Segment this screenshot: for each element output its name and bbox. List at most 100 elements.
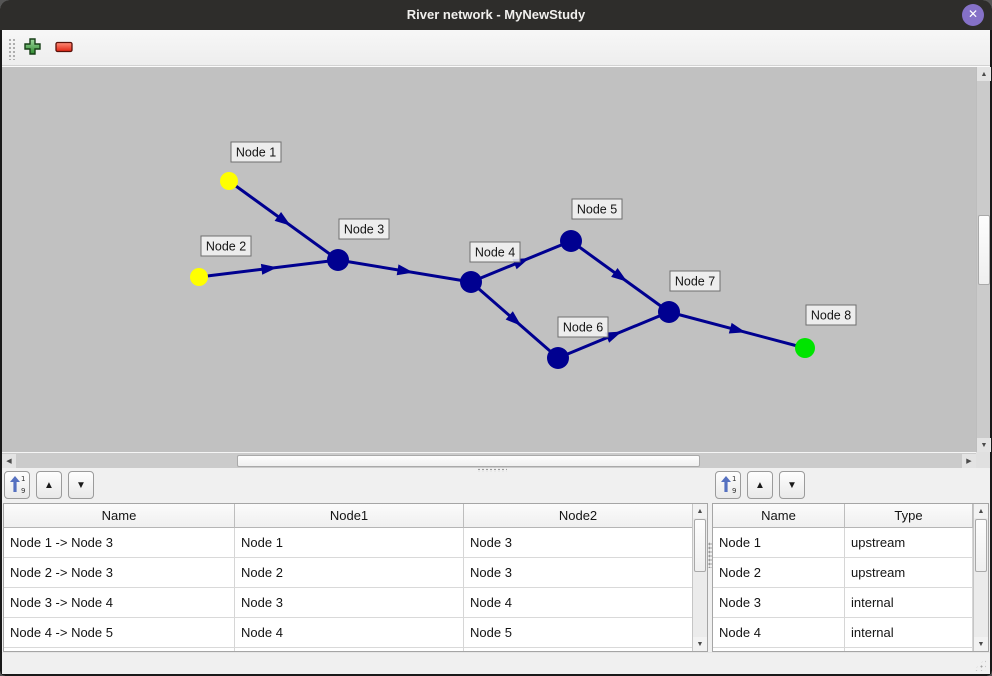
table-cell: Node 5	[464, 618, 693, 648]
scroll-left-icon[interactable]: ◀	[2, 454, 16, 468]
graph-node[interactable]	[220, 172, 238, 190]
vscroll-thumb[interactable]	[694, 519, 706, 572]
scroll-down-icon[interactable]: ▼	[974, 637, 988, 651]
column-header[interactable]: Name	[4, 504, 235, 528]
scroll-up-icon[interactable]: ▲	[974, 504, 988, 518]
title-bar[interactable]: River network - MyNewStudy ✕	[0, 0, 992, 30]
node-label[interactable]: Node 2	[200, 235, 252, 257]
canvas-vscrollbar[interactable]: ▲ ▼	[976, 67, 991, 452]
nodes-move-down-button[interactable]: ▼	[779, 471, 805, 499]
flow-direction-arrow-icon	[505, 311, 522, 326]
graph-node[interactable]	[795, 338, 815, 358]
table-cell: Node 4	[235, 618, 464, 648]
sort-ascending-icon: 1 9	[719, 474, 737, 497]
vertical-splitter-handle[interactable]	[708, 542, 712, 568]
svg-text:1: 1	[732, 475, 736, 483]
node-label-text: Node 6	[563, 321, 603, 335]
table-cell: Node 3	[713, 588, 845, 618]
table-cell	[4, 648, 235, 651]
node-label[interactable]: Node 8	[805, 304, 857, 326]
table-cell: Node 1	[713, 528, 845, 558]
river-network-graph[interactable]: Node 1 Node 2 Node 3 Node 4 Node 5 Node 6 Node…	[2, 67, 976, 452]
horizontal-splitter-handle[interactable]	[477, 468, 507, 472]
table-cell: Node 1	[235, 528, 464, 558]
remove-branch-button[interactable]	[52, 37, 76, 61]
branches-move-up-button[interactable]: ▲	[36, 471, 62, 499]
table-cell: upstream	[845, 528, 973, 558]
svg-text:9: 9	[21, 487, 25, 494]
flow-direction-arrow-icon	[728, 322, 746, 334]
table-row[interactable]	[713, 648, 988, 651]
vscroll-thumb[interactable]	[975, 519, 987, 572]
node-label-text: Node 5	[577, 203, 617, 217]
table-cell: internal	[845, 588, 973, 618]
scroll-up-icon[interactable]: ▲	[977, 67, 991, 81]
canvas-hscrollbar[interactable]: ◀ ▶	[2, 452, 990, 468]
node-label-box	[469, 241, 521, 263]
close-button[interactable]: ✕	[962, 4, 984, 26]
branches-table-vscrollbar[interactable]: ▲ ▼	[692, 504, 707, 651]
sort-ascending-icon: 1 9	[8, 474, 26, 497]
up-triangle-icon: ▲	[755, 479, 765, 491]
table-cell	[713, 648, 845, 651]
node-label-box	[669, 270, 721, 292]
graph-node[interactable]	[547, 347, 569, 369]
branches-sort-button[interactable]: 1 9	[4, 471, 30, 499]
vscroll-thumb[interactable]	[978, 215, 990, 285]
graph-node[interactable]	[460, 271, 482, 293]
column-header[interactable]: Node1	[235, 504, 464, 528]
column-header[interactable]: Node2	[464, 504, 693, 528]
node-label[interactable]: Node 7	[669, 270, 721, 292]
column-header[interactable]: Type	[845, 504, 973, 528]
down-triangle-icon: ▼	[76, 479, 86, 491]
flow-direction-arrow-icon	[604, 331, 622, 343]
node-label[interactable]: Node 5	[571, 198, 623, 220]
nodes-table-vscrollbar[interactable]: ▲ ▼	[973, 504, 988, 651]
window-title: River network - MyNewStudy	[406, 7, 586, 22]
branches-move-down-button[interactable]: ▼	[68, 471, 94, 499]
svg-text:9: 9	[732, 487, 736, 494]
graph-node[interactable]	[658, 301, 680, 323]
table-cell: Node 3	[464, 558, 693, 588]
network-canvas[interactable]: Node 1 Node 2 Node 3 Node 4 Node 5 Node 6 Node…	[2, 67, 976, 452]
scroll-up-icon[interactable]: ▲	[693, 504, 707, 518]
nodes-move-up-button[interactable]: ▲	[747, 471, 773, 499]
node-label[interactable]: Node 6	[557, 316, 609, 338]
up-triangle-icon: ▲	[44, 479, 54, 491]
hscroll-thumb[interactable]	[237, 455, 700, 467]
status-bar	[2, 652, 990, 674]
node-label[interactable]: Node 1	[230, 141, 282, 163]
table-cell	[235, 648, 464, 651]
node-label[interactable]: Node 4	[469, 241, 521, 263]
node-label-box	[571, 198, 623, 220]
scrollbar-corner	[976, 452, 990, 468]
graph-node[interactable]	[190, 268, 208, 286]
nodes-sort-button[interactable]: 1 9	[715, 471, 741, 499]
window-resize-grip[interactable]	[973, 658, 986, 671]
scroll-right-icon[interactable]: ▶	[962, 454, 976, 468]
scroll-down-icon[interactable]: ▼	[977, 438, 991, 452]
table-cell: upstream	[845, 558, 973, 588]
add-branch-button[interactable]	[20, 37, 44, 61]
scroll-down-icon[interactable]: ▼	[693, 637, 707, 651]
graph-node[interactable]	[327, 249, 349, 271]
plus-icon	[23, 37, 42, 61]
table-cell: Node 2	[235, 558, 464, 588]
column-header[interactable]: Name	[713, 504, 845, 528]
toolbar-drag-handle[interactable]	[8, 38, 16, 60]
node-label[interactable]: Node 3	[338, 218, 390, 240]
graph-node[interactable]	[560, 230, 582, 252]
node-label-text: Node 7	[675, 275, 715, 289]
